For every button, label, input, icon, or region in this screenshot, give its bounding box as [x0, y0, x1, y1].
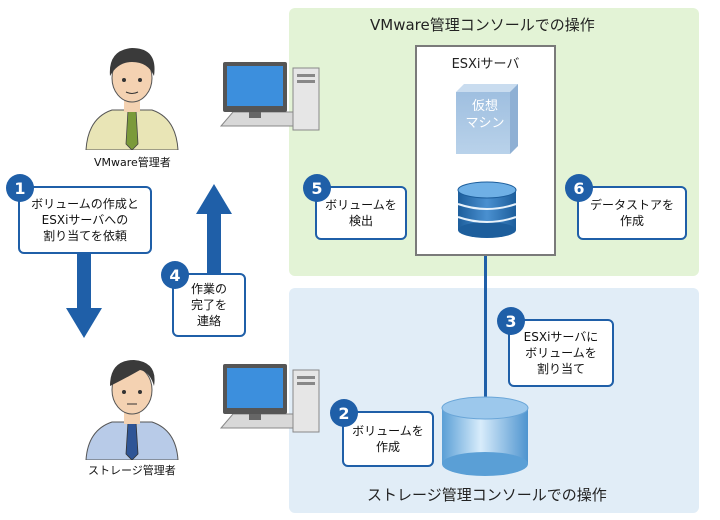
step-6-callout: データストアを 作成: [577, 186, 687, 240]
desktop-pc-icon: [219, 62, 320, 131]
step-1-text: ボリュームの作成と ESXiサーバへの 割り当てを依頼: [31, 197, 139, 243]
step-2-callout: ボリュームを 作成: [342, 411, 434, 467]
virtual-machine: 仮想 マシン: [456, 84, 518, 154]
step-5-text: ボリュームを 検出: [325, 198, 397, 228]
storage-panel-title: ストレージ管理コンソールでの操作: [367, 486, 607, 504]
vm-box-icon: [456, 84, 518, 154]
step-1-badge: 1: [6, 174, 34, 202]
vmware-admin-label: VMware管理者: [94, 156, 171, 169]
step-3-callout: ESXiサーバに ボリュームを 割り当て: [508, 319, 614, 387]
vmware-panel-title: VMware管理コンソールでの操作: [370, 16, 595, 34]
arrow-down-icon: [66, 252, 102, 338]
step-5-badge: 5: [303, 174, 331, 202]
esxi-server-title: ESXiサーバ: [451, 57, 520, 72]
step-6-text: データストアを 作成: [589, 198, 674, 228]
step-5-callout: ボリュームを 検出: [315, 186, 407, 240]
step-4-text: 作業の 完了を 連絡: [190, 282, 227, 328]
datastore-disk-icon: [457, 181, 517, 238]
vm-label: 仮想 マシン: [465, 99, 505, 131]
step-1-callout: ボリュームの作成と ESXiサーバへの 割り当てを依頼: [18, 186, 152, 254]
step-3-text: ESXiサーバに ボリュームを 割り当て: [523, 330, 599, 376]
desktop-pc-icon: [219, 364, 320, 433]
step-4-badge: 4: [161, 261, 189, 289]
arrow-up-icon: [196, 184, 232, 280]
person-icon: [85, 48, 179, 150]
step-3-badge: 3: [497, 307, 525, 335]
storage-cylinder-icon: [441, 396, 529, 476]
step-2-badge: 2: [330, 399, 358, 427]
step-2-text: ボリュームを 作成: [352, 424, 424, 454]
step-6-badge: 6: [565, 174, 593, 202]
person-icon: [85, 360, 179, 460]
storage-admin-label: ストレージ管理者: [88, 464, 176, 477]
connection-line: [484, 236, 487, 411]
